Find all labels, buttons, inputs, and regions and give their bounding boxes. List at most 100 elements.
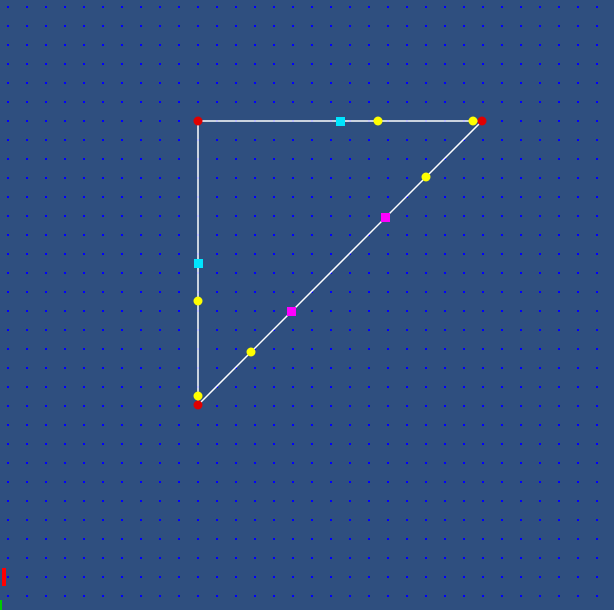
grid-dot: [216, 272, 218, 274]
grid-dot: [121, 44, 123, 46]
grid-dot: [577, 557, 579, 559]
grid-dot: [83, 101, 85, 103]
grid-dot: [273, 386, 275, 388]
grid-dot: [463, 538, 465, 540]
grid-dot: [425, 196, 427, 198]
grid-dot: [349, 63, 351, 65]
grid-dot: [140, 367, 142, 369]
grid-dot: [7, 576, 9, 578]
grid-dot: [197, 63, 199, 65]
grid-dot: [216, 424, 218, 426]
grid-dot: [140, 386, 142, 388]
grid-dot: [596, 291, 598, 293]
grid-dot: [406, 367, 408, 369]
edge-point-hypotenuse-1[interactable]: [421, 172, 431, 182]
edge-point-left-1[interactable]: [193, 296, 203, 306]
grid-dot: [159, 25, 161, 27]
grid-dot: [311, 595, 313, 597]
grid-dot: [558, 25, 560, 27]
control-handle-left-edge[interactable]: [194, 259, 203, 268]
vertex-handle-top-right[interactable]: [477, 116, 487, 126]
grid-dot: [558, 557, 560, 559]
grid-dot: [254, 177, 256, 179]
grid-dot: [577, 367, 579, 369]
grid-dot: [539, 63, 541, 65]
grid-dot: [520, 215, 522, 217]
hypotenuse-edge[interactable]: [197, 120, 483, 406]
grid-dot: [463, 158, 465, 160]
grid-dot: [235, 291, 237, 293]
grid-dot: [102, 595, 104, 597]
grid-dot: [482, 329, 484, 331]
grid-dot: [273, 443, 275, 445]
control-handle-hypotenuse-1[interactable]: [381, 213, 390, 222]
grid-dot: [7, 82, 9, 84]
grid-dot: [7, 234, 9, 236]
edge-point-top-2[interactable]: [468, 116, 478, 126]
vertex-handle-top-left[interactable]: [193, 116, 203, 126]
grid-dot: [463, 367, 465, 369]
grid-dot: [596, 386, 598, 388]
grid-dot: [178, 329, 180, 331]
grid-dot: [7, 101, 9, 103]
grid-dot: [45, 519, 47, 521]
grid-dot: [596, 6, 598, 8]
grid-dot: [102, 215, 104, 217]
grid-dot: [577, 329, 579, 331]
grid-dot: [368, 63, 370, 65]
grid-dot: [26, 272, 28, 274]
grid-dot: [235, 424, 237, 426]
grid-dot: [482, 310, 484, 312]
grid-dot: [425, 557, 427, 559]
grid-dot: [159, 6, 161, 8]
grid-dot: [463, 424, 465, 426]
grid-dot: [159, 101, 161, 103]
grid-dot: [140, 310, 142, 312]
grid-dot: [520, 424, 522, 426]
grid-dot: [501, 500, 503, 502]
grid-dot: [64, 500, 66, 502]
grid-dot: [140, 272, 142, 274]
grid-dot: [482, 481, 484, 483]
grid-dot: [64, 44, 66, 46]
grid-dot: [45, 595, 47, 597]
grid-dot: [482, 576, 484, 578]
grid-dot: [330, 291, 332, 293]
grid-dot: [254, 234, 256, 236]
grid-dot: [102, 82, 104, 84]
grid-dot: [292, 405, 294, 407]
grid-dot: [368, 291, 370, 293]
grid-dot: [406, 348, 408, 350]
grid-dot: [425, 253, 427, 255]
grid-dot: [45, 329, 47, 331]
grid-dot: [520, 576, 522, 578]
grid-dot: [273, 424, 275, 426]
grid-dot: [539, 253, 541, 255]
grid-dot: [330, 177, 332, 179]
edge-point-top-1[interactable]: [373, 116, 383, 126]
grid-dot: [83, 253, 85, 255]
grid-dot: [311, 538, 313, 540]
grid-dot: [235, 519, 237, 521]
grid-dot: [64, 177, 66, 179]
grid-dot: [330, 367, 332, 369]
control-handle-top-edge[interactable]: [336, 117, 345, 126]
grid-dot: [26, 386, 28, 388]
grid-dot: [45, 158, 47, 160]
grid-dot: [26, 63, 28, 65]
grid-dot: [159, 253, 161, 255]
grid-dot: [539, 500, 541, 502]
grid-dot: [83, 386, 85, 388]
shape-handles-layer[interactable]: [193, 116, 487, 410]
edge-point-hypotenuse-2[interactable]: [246, 347, 256, 357]
grid-dot: [102, 44, 104, 46]
grid-dot: [387, 234, 389, 236]
control-handle-hypotenuse-2[interactable]: [287, 307, 296, 316]
grid-dot: [140, 253, 142, 255]
grid-dot: [539, 405, 541, 407]
grid-dot: [387, 595, 389, 597]
vertex-handle-bottom-left[interactable]: [193, 400, 203, 410]
edge-point-left-2[interactable]: [193, 391, 203, 401]
